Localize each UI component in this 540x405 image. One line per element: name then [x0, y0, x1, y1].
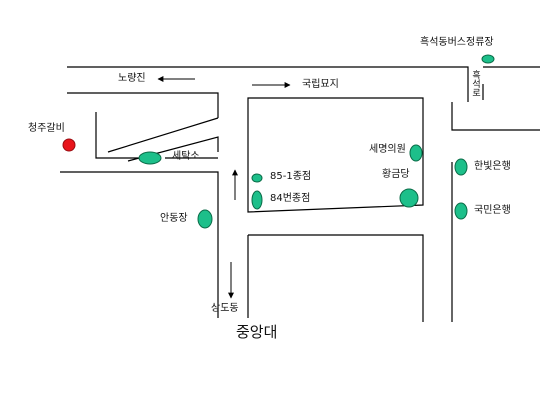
right-top-block: [451, 84, 540, 131]
label-cheongju-galbi: 청주갈비: [28, 123, 65, 134]
label-store-84: 84번종점: [270, 193, 311, 204]
center-block: [247, 97, 424, 213]
label-hwanggeumdang: 황금당: [382, 169, 410, 180]
left-block: [95, 112, 148, 159]
label-kookmin-bank: 국민은행: [474, 205, 511, 216]
label-semyeong-clinic: 세명의원: [369, 144, 406, 155]
hwanggeumdang-marker-icon: [399, 188, 419, 208]
middle-road-upper-edge: [60, 171, 219, 318]
hanbit-marker-icon: [454, 158, 468, 176]
label-vertical-road: 흑석로: [470, 70, 480, 97]
road-lines: [60, 66, 540, 322]
cheongju-galbi-marker-icon: [62, 138, 76, 152]
andongjang-marker-icon: [197, 209, 213, 229]
label-andongjang: 안동장: [160, 213, 188, 224]
direction-arrows: [157, 76, 291, 299]
label-sangdo-dong: 상도동: [211, 303, 239, 314]
diagonal-road-upper: [107, 117, 219, 153]
label-bus-stop: 흑석동버스정류장: [420, 37, 494, 48]
label-store-85-1: 85-1종점: [270, 171, 312, 182]
top-road-upper-edge: [67, 66, 469, 102]
store-85-1-marker-icon: [251, 173, 263, 183]
store-84-marker-icon: [251, 190, 263, 210]
label-laundry: 세탁소: [172, 151, 200, 162]
bus-stop-marker-icon: [481, 54, 495, 64]
diagonal-road-lower: [127, 136, 219, 162]
label-hanbit-bank: 한빛은행: [474, 161, 511, 172]
label-national-cemetery: 국립묘지: [302, 79, 339, 90]
label-noryangjin: 노량진: [118, 73, 146, 84]
semyeong-marker-icon: [409, 144, 423, 162]
laundry-marker-icon: [138, 151, 162, 165]
top-road-lower-edge: [67, 92, 219, 118]
label-chung-ang-univ: 중앙대: [236, 323, 278, 341]
middle-road-lower-edge: [248, 234, 424, 322]
kookmin-marker-icon: [454, 202, 468, 220]
place-markers: [138, 54, 495, 229]
